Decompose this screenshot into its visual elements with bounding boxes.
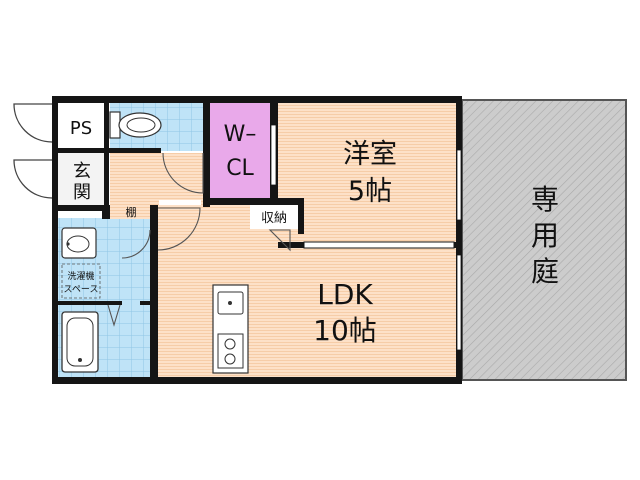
ps-door <box>13 103 53 143</box>
wash-basin-icon <box>61 227 97 259</box>
genkan-label-2: 関 <box>73 182 91 203</box>
ldk-floor <box>158 205 458 377</box>
garden-floor <box>461 99 627 381</box>
garden-label-1: 専 <box>531 183 559 216</box>
storage-floor <box>250 205 298 229</box>
youshitsu-size: 5帖 <box>348 176 392 207</box>
washing-machine-label-1: 洗濯機 <box>67 270 94 282</box>
washing-machine-label-2: スペース <box>64 285 99 295</box>
washing-machine-space <box>61 263 101 299</box>
ps-label: PS <box>70 118 92 139</box>
hall-floor <box>110 153 208 207</box>
kitchen-counter-icon <box>212 284 249 374</box>
washroom-door <box>121 229 151 259</box>
toilet-door <box>162 152 204 194</box>
bathtub-icon <box>61 311 99 373</box>
ldk-size: 10帖 <box>313 314 377 347</box>
garden-label-3: 庭 <box>531 255 559 288</box>
walkin-closet-label-1: W– <box>224 122 257 147</box>
bathroom-door <box>107 304 121 327</box>
entrance-door <box>13 159 53 199</box>
genkan-label-1: 玄 <box>73 161 91 182</box>
storage-door <box>268 229 291 252</box>
window-bedroom <box>456 149 462 221</box>
youshitsu-label: 洋室 <box>343 139 397 170</box>
shelf-area <box>110 205 156 219</box>
closet-opening <box>270 124 277 186</box>
toilet-icon <box>109 111 162 139</box>
garden-label-2: 用 <box>531 219 559 252</box>
window-ldk <box>456 254 462 351</box>
walkin-closet-floor <box>210 103 270 200</box>
ldk-opening <box>303 241 455 249</box>
storage-label: 収納 <box>261 211 287 226</box>
hall-opening <box>159 200 201 205</box>
ldk-door <box>157 207 201 251</box>
shelf-label: 棚 <box>126 205 137 219</box>
ldk-label: LDK <box>317 278 373 311</box>
walkin-closet-label-2: CL <box>226 156 254 181</box>
genkan-floor <box>58 153 106 207</box>
